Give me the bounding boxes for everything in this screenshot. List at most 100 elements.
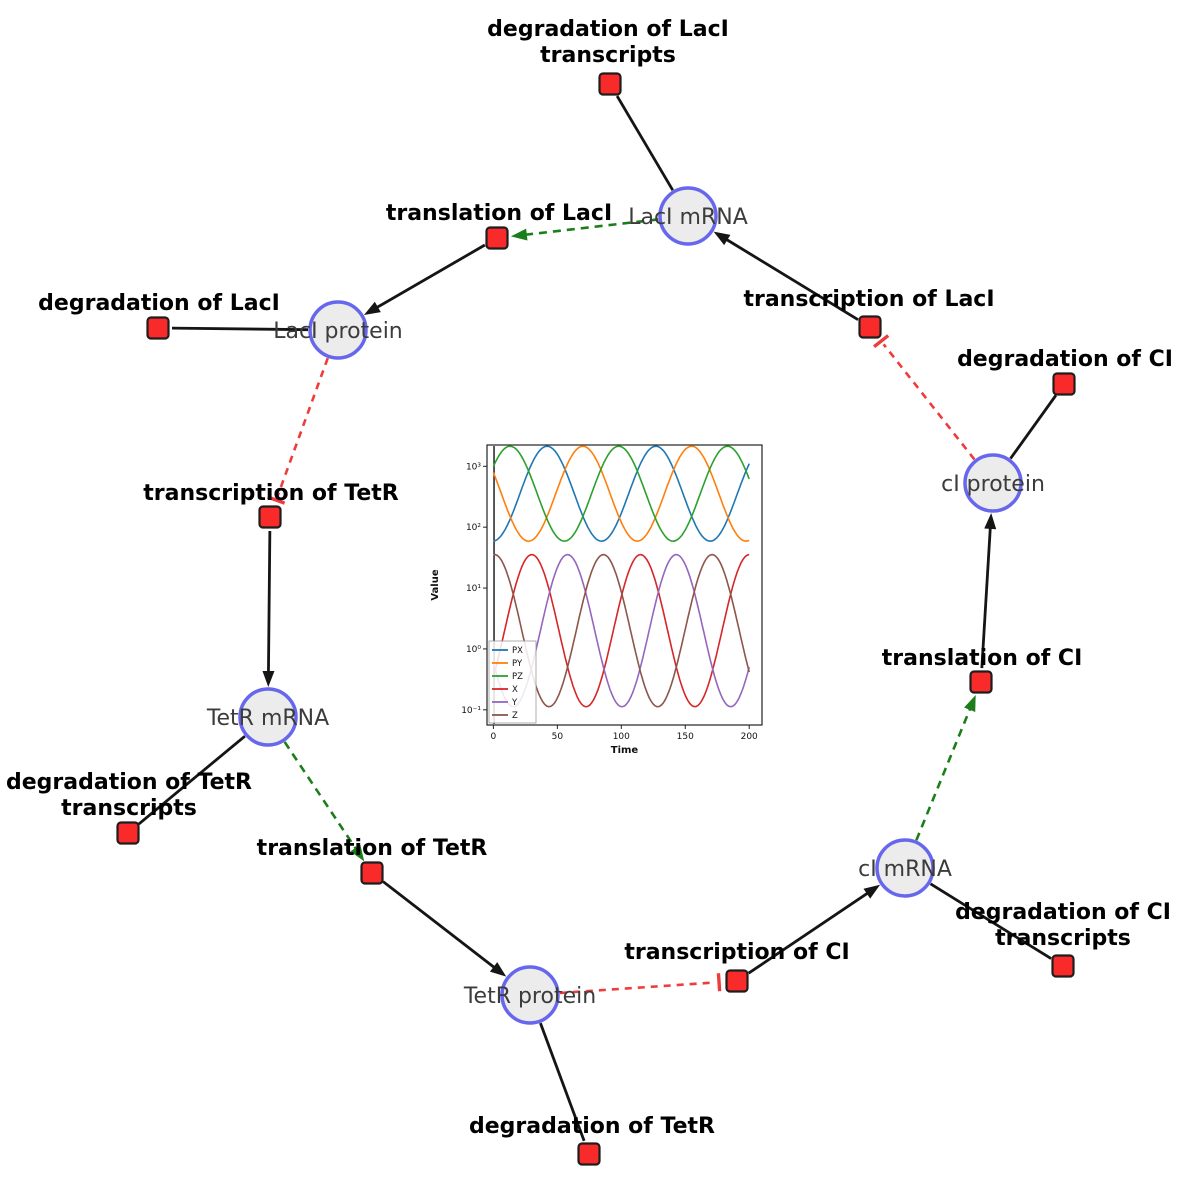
reaction-label: degradation of TetR xyxy=(469,1114,715,1139)
y-tick-label: 10³ xyxy=(466,462,481,472)
reaction-label: transcription of TetR xyxy=(143,481,399,506)
legend: PX PY PZ XYZ xyxy=(488,640,537,724)
arrowhead xyxy=(863,884,881,899)
reaction-square[interactable] xyxy=(146,316,170,340)
inhibition-tee xyxy=(716,973,722,992)
edge-inhibition-laci_protein-to-txn_tetr xyxy=(267,357,329,505)
species-node-ci_protein[interactable]: cI protein xyxy=(941,453,1045,513)
species-circle[interactable] xyxy=(658,186,718,246)
series-line-X xyxy=(492,553,750,708)
species-label: cI protein xyxy=(941,472,1045,497)
reaction-square[interactable] xyxy=(1051,954,1075,978)
species-label: LacI mRNA xyxy=(628,205,748,230)
x-tick-label: 150 xyxy=(677,732,694,742)
edge-consumption-tetr_protein-to-deg_tetr xyxy=(539,1022,586,1142)
species-label: TetR protein xyxy=(463,984,596,1009)
edge-production-txn_laci-to-laci_mrna xyxy=(713,231,859,321)
reaction-node-transl_tetr[interactable]: translation of TetR xyxy=(257,836,488,885)
inhibition-tee xyxy=(873,334,890,349)
arrowhead xyxy=(964,694,976,713)
series-line-PX xyxy=(493,445,750,543)
arrowhead xyxy=(489,962,507,977)
x-tick-label: 0 xyxy=(491,732,497,742)
species-circle[interactable] xyxy=(963,453,1023,513)
edge-production-transl_laci-to-laci_protein xyxy=(363,243,486,315)
legend-label-Y: Y xyxy=(511,698,518,708)
species-circle[interactable] xyxy=(875,838,935,898)
arrowhead xyxy=(984,512,997,530)
reaction-node-txn_laci[interactable]: transcription of LacI xyxy=(743,287,995,339)
edge-consumption-tetr_mrna-to-deg_tetr_tx xyxy=(137,735,246,826)
reaction-label: translation of CI xyxy=(882,646,1083,671)
reaction-square[interactable] xyxy=(1052,372,1076,396)
reaction-node-transl_laci[interactable]: translation of LacI xyxy=(386,201,612,250)
species-node-laci_mrna[interactable]: LacI mRNA xyxy=(628,186,748,246)
x-tick-label: 100 xyxy=(613,732,630,742)
y-tick-label: 10¹ xyxy=(466,584,481,594)
legend-label-PY: PY xyxy=(512,659,523,669)
reaction-node-txn_tetr[interactable]: transcription of TetR xyxy=(143,481,399,529)
legend-label-PZ: PZ xyxy=(512,672,523,682)
species-label: TetR mRNA xyxy=(206,706,329,731)
reaction-square[interactable] xyxy=(969,670,993,694)
reaction-label: degradation of CI xyxy=(957,347,1173,372)
edge-consumption-laci_protein-to-deg_laci xyxy=(171,326,309,332)
edge-consumption-ci_protein-to-deg_ci xyxy=(1009,394,1057,460)
legend-label-Z: Z xyxy=(512,711,518,721)
edge-inhibition-tetr_protein-to-txn_ci xyxy=(559,973,722,995)
reaction-node-txn_ci[interactable]: transcription of CI xyxy=(624,940,850,993)
legend-label-PX: PX xyxy=(512,646,523,656)
y-tick-label: 10⁻¹ xyxy=(461,706,481,716)
reaction-square[interactable] xyxy=(485,226,509,250)
reaction-label: transcription of LacI xyxy=(743,287,994,312)
series-line-PY xyxy=(492,445,750,543)
reaction-square[interactable] xyxy=(258,505,282,529)
y-tick-label: 10⁰ xyxy=(466,645,481,655)
edge-inhibition-ci_protein-to-txn_laci xyxy=(873,334,976,461)
reaction-node-deg_tetr[interactable]: degradation of TetR xyxy=(469,1114,715,1166)
yaxis-label: Value xyxy=(430,569,441,600)
species-circle[interactable] xyxy=(238,687,298,747)
arrowhead xyxy=(262,670,275,688)
reaction-square[interactable] xyxy=(725,969,749,993)
reaction-node-deg_ci[interactable]: degradation of CI xyxy=(957,347,1173,396)
species-node-laci_protein[interactable]: LacI protein xyxy=(273,300,403,360)
reaction-square[interactable] xyxy=(360,861,384,885)
reaction-square[interactable] xyxy=(116,821,140,845)
species-node-tetr_mrna[interactable]: TetR mRNA xyxy=(206,687,329,747)
xaxis-label: Time xyxy=(611,745,639,756)
inhibition-tee xyxy=(267,495,286,505)
species-circle[interactable] xyxy=(308,300,368,360)
species-node-tetr_protein[interactable]: TetR protein xyxy=(463,965,596,1025)
edge-consumption-ci_mrna-to-deg_ci_tx xyxy=(929,882,1052,960)
edge-production-transl_tetr-to-tetr_protein xyxy=(382,880,507,977)
reaction-label: translation of TetR xyxy=(257,836,488,861)
species-circle[interactable] xyxy=(500,965,560,1025)
series-line-PZ xyxy=(492,445,750,543)
species-node-ci_mrna[interactable]: cI mRNA xyxy=(858,838,952,898)
x-tick-label: 200 xyxy=(741,732,758,742)
reaction-label: translation of LacI xyxy=(386,201,612,226)
y-tick-label: 10² xyxy=(466,523,481,533)
reaction-square[interactable] xyxy=(858,315,882,339)
species-label: cI mRNA xyxy=(858,857,952,882)
plot-frame xyxy=(486,444,763,726)
edge-modifier-laci_mrna-to-transl_laci xyxy=(510,218,659,241)
reaction-square[interactable] xyxy=(598,72,622,96)
legend-label-X: X xyxy=(512,685,518,695)
reaction-node-deg_laci[interactable]: degradation of LacI xyxy=(38,291,280,340)
reaction-node-transl_ci[interactable]: translation of CI xyxy=(882,646,1083,694)
reaction-square[interactable] xyxy=(577,1142,601,1166)
arrowhead xyxy=(363,301,381,315)
edge-consumption-laci_mrna-to-deg_laci_tx xyxy=(615,95,674,191)
